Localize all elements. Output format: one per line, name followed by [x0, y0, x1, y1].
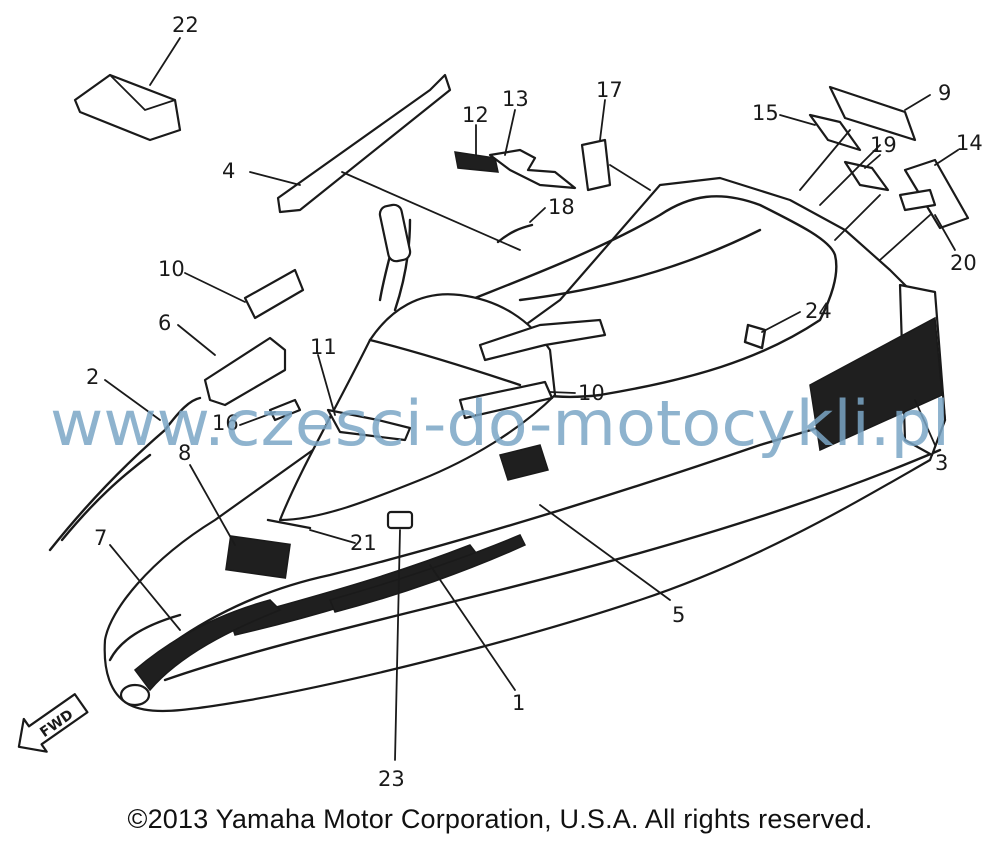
part-12: [454, 151, 499, 173]
part-21: [266, 518, 312, 530]
part-2: [48, 396, 202, 552]
part-10-lower: [458, 380, 554, 420]
part-18: [496, 223, 534, 244]
part-11: [326, 408, 412, 442]
callouts: 22 4 12 13 17 18 10 6 2 11 16 8 7 21 10 …: [86, 13, 983, 791]
callout-5: 5: [672, 603, 685, 627]
part-14: [903, 158, 970, 230]
copyright-notice: ©2013 Yamaha Motor Corporation, U.S.A. A…: [127, 804, 873, 834]
callout-15: 15: [752, 101, 779, 125]
callout-24: 24: [805, 299, 832, 323]
callout-9: 9: [938, 81, 951, 105]
part-24: [743, 323, 767, 350]
callout-6: 6: [158, 311, 171, 335]
part-15: [808, 113, 862, 152]
callout-12: 12: [462, 103, 489, 127]
part-16: [268, 398, 302, 422]
decal-panel-5: [499, 444, 549, 481]
part-10-upper: [243, 268, 305, 320]
callout-18: 18: [548, 195, 575, 219]
callout-2: 2: [86, 365, 99, 389]
callout-17: 17: [596, 78, 623, 102]
callout-21: 21: [350, 531, 377, 555]
callout-16: 16: [212, 411, 239, 435]
callout-10-lower: 10: [578, 381, 605, 405]
leader-lines: [104, 37, 959, 761]
loose-parts: [48, 73, 970, 552]
callout-20: 20: [950, 251, 977, 275]
watermark-text: www.czesci-do-motocykli.pl: [50, 387, 950, 460]
part-23: [386, 510, 414, 530]
callout-8: 8: [178, 441, 191, 465]
callout-11: 11: [310, 335, 337, 359]
decal-stripe-7: [133, 599, 282, 692]
callout-7: 7: [94, 526, 107, 550]
part-13: [488, 148, 577, 190]
callout-1: 1: [512, 691, 525, 715]
part-6: [203, 336, 287, 407]
callout-4: 4: [222, 159, 235, 183]
callout-19: 19: [870, 133, 897, 157]
jet-ski-hull: [103, 176, 947, 713]
decals: [133, 316, 943, 692]
part-17: [580, 138, 612, 192]
part-9: [828, 85, 917, 142]
part-22: [73, 73, 182, 142]
fwd-arrow: FWD: [17, 693, 89, 753]
callout-22: 22: [172, 13, 199, 37]
part-4: [276, 73, 452, 214]
callout-14: 14: [956, 131, 983, 155]
callout-23: 23: [378, 767, 405, 791]
part-20: [898, 188, 937, 212]
decal-stripe-3: [809, 316, 943, 452]
callout-3: 3: [935, 451, 948, 475]
callout-10-upper: 10: [158, 257, 185, 281]
callout-13: 13: [502, 87, 529, 111]
decal-panel-8: [225, 535, 291, 579]
decal-stripe-side: [328, 534, 527, 613]
